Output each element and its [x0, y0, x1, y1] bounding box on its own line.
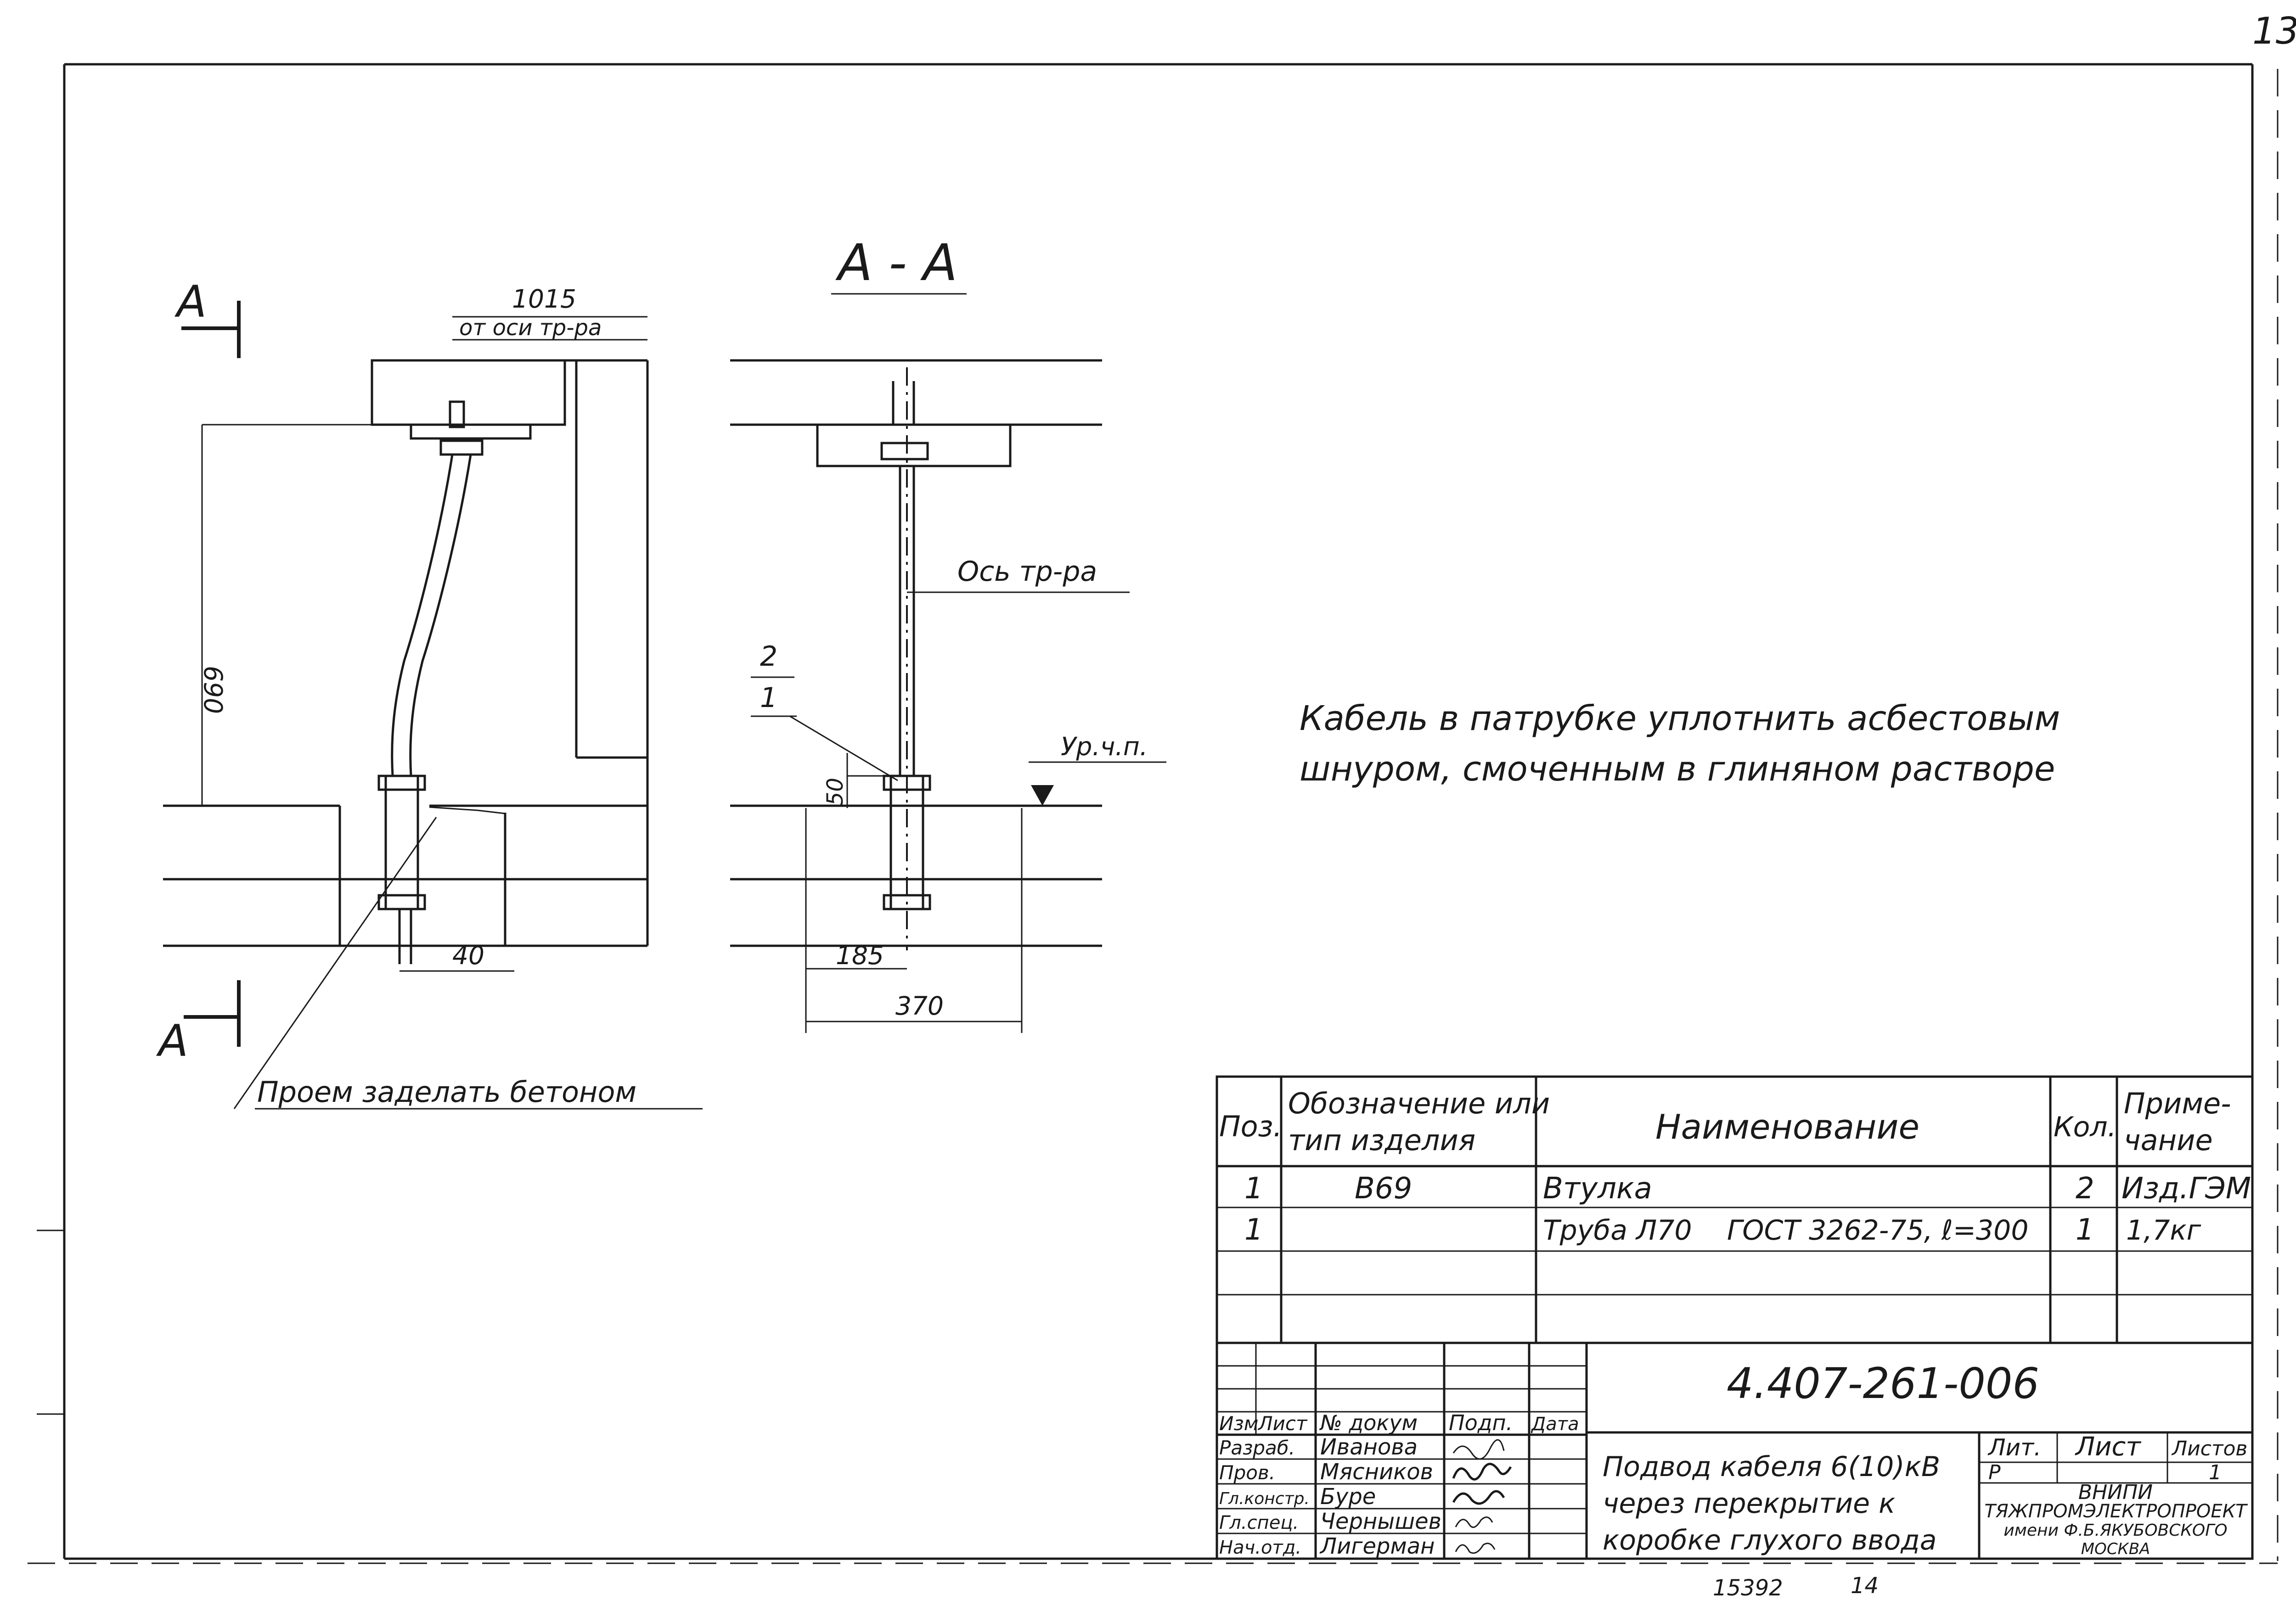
row1-name: Втулка — [1543, 1172, 1652, 1206]
doc-title-1: Подвод кабеля 6(10)кВ — [1603, 1451, 1940, 1483]
org-line-2: ТЯЖПРОМЭЛЕКТРОПРОЕКТ — [1984, 1501, 2248, 1522]
col-qty: Кол. — [2054, 1111, 2116, 1143]
dim-axis-note: от оси тр-ра — [459, 315, 602, 341]
tb-sheets-value: 1 — [2209, 1461, 2222, 1484]
tb-role-5: Нач.отд. — [1219, 1537, 1301, 1558]
dim-40: 40 — [452, 941, 484, 970]
col-note-2: чание — [2124, 1123, 2213, 1157]
tb-name-4: Чернышев — [1320, 1509, 1441, 1534]
row2-note: 1,7кг — [2126, 1214, 2201, 1246]
drawing-frame — [28, 63, 2279, 1564]
tb-sheets-header: Листов — [2171, 1437, 2247, 1460]
dim-370: 370 — [895, 991, 944, 1021]
org-line-4: МОСКВА — [2081, 1540, 2150, 1558]
row1-designation: В69 — [1355, 1172, 1412, 1206]
tb-name-1: Иванова — [1320, 1434, 1418, 1460]
signatures — [1452, 1439, 1512, 1554]
row2-name: Труба Л70 ГОСТ 3262-75, ℓ=300 — [1543, 1214, 2029, 1246]
col-designation-2: тип изделия — [1288, 1123, 1475, 1157]
level-mark: Ур.ч.п. — [1061, 732, 1148, 761]
doc-title-2: через перекрытие к — [1603, 1488, 1895, 1520]
col-designation-1: Обозначение или — [1288, 1087, 1550, 1120]
tb-col-sign: Подп. — [1449, 1410, 1513, 1435]
archive-number: 15392 — [1713, 1575, 1783, 1600]
row2-qty: 1 — [2076, 1213, 2094, 1247]
archive-sheet: 14 — [1851, 1573, 1879, 1599]
tb-lit-header: Лит. — [1987, 1434, 2041, 1461]
section-view-aa: А - А Ось тр-ра 2 1 50 Ур.ч.п. — [730, 233, 1166, 1033]
section-title: А - А — [835, 233, 957, 292]
dim-690: 690 — [198, 666, 228, 714]
tb-name-2: Мясников — [1320, 1459, 1433, 1485]
tb-role-4: Гл.спец. — [1219, 1512, 1299, 1533]
row1-note: Изд.ГЭМ — [2122, 1172, 2251, 1206]
tb-col-izm: Изм — [1219, 1412, 1258, 1435]
doc-title-3: коробке глухого ввода — [1603, 1524, 1937, 1556]
leader-pos-2: 2 — [760, 640, 777, 673]
col-note-1: Приме- — [2124, 1087, 2231, 1120]
row1-qty: 2 — [2076, 1172, 2094, 1206]
plan-view-left: A A 1015 от о — [156, 277, 703, 1110]
tb-sheet-header: Лист — [2075, 1432, 2141, 1462]
tb-col-date: Дата — [1531, 1414, 1579, 1435]
col-pos: Поз. — [1219, 1110, 1282, 1143]
dim-1015: 1015 — [512, 284, 576, 314]
section-marker-top: A — [174, 277, 207, 327]
tb-col-doc: № докум — [1319, 1410, 1418, 1435]
opening-note: Проем заделать бетоном — [257, 1075, 636, 1109]
tb-col-list: Лист — [1257, 1412, 1308, 1435]
org-line-3: имени Ф.Б.ЯКУБОВСКОГО — [2003, 1521, 2227, 1540]
org-line-1: ВНИПИ — [2078, 1481, 2153, 1504]
col-name: Наименование — [1655, 1107, 1919, 1147]
tb-role-1: Разраб. — [1219, 1437, 1295, 1459]
dim-50: 50 — [822, 778, 848, 806]
spec-table: Поз. Обозначение или тип изделия Наимено… — [1216, 1075, 2254, 1344]
leader-pos-1: 1 — [760, 682, 777, 714]
doc-number: 4.407-261-006 — [1727, 1359, 2039, 1408]
note-line-2: шнуром, смоченным в глиняном растворе — [1300, 749, 2055, 789]
tb-name-5: Лигерман — [1319, 1533, 1435, 1559]
tb-role-2: Пров. — [1219, 1461, 1275, 1484]
tb-role-3: Гл.констр. — [1219, 1489, 1310, 1508]
section-marker-bottom: A — [156, 1016, 188, 1067]
row2-pos: 1 — [1244, 1213, 1263, 1247]
tb-name-3: Буре — [1320, 1484, 1376, 1510]
axis-label: Ось тр-ра — [957, 556, 1097, 588]
installation-note: Кабель в патрубке уплотнить асбестовым ш… — [1300, 699, 2060, 789]
tb-lit-value: Р — [1988, 1461, 2001, 1484]
row1-pos: 1 — [1244, 1172, 1263, 1206]
title-block: Изм Лист № докум Подп. Дата Разраб. Иван… — [1216, 1342, 2254, 1560]
page-number: 13 — [2252, 10, 2296, 52]
note-line-1: Кабель в патрубке уплотнить асбестовым — [1300, 699, 2060, 738]
dim-185: 185 — [836, 941, 884, 970]
